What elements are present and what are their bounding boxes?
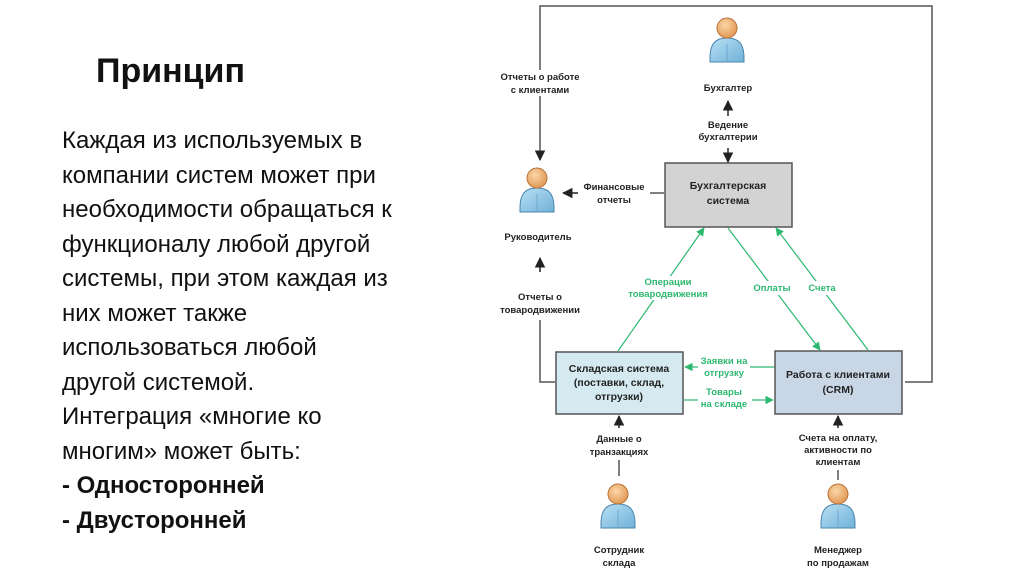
client-reports-label: Отчеты о работе [500,72,579,83]
goods-operations-label: товародвижения [628,289,708,300]
warehouse-system-label: (поставки, склад, [574,377,664,389]
body-line: Интеграция «многие ко [62,403,322,430]
transaction-data-label: Данные о [596,434,642,445]
warehouse-system-label: Складская система [569,363,670,375]
slide-body: Каждая из используемых в компании систем… [62,124,472,538]
body-line: компании систем может при [62,161,376,189]
crm-inputs-label: Счета на оплату, [799,433,878,444]
shipment-requests-label: Заявки на [701,356,749,367]
body-line: функционалу любой другой [62,230,371,258]
movement-reports-label: товародвижении [500,305,580,316]
warehouse-system-label: отгрузки) [595,391,643,403]
warehouse-worker-person: Сотрудник склада [594,483,644,569]
goods-in-stock-label: Товары [706,387,742,398]
body-line: них может также [62,299,248,327]
crm-system-label: (CRM) [823,384,854,396]
crm-system-label: Работа с клиентами [786,369,890,381]
person-icon [820,483,856,529]
warehouse-worker-label: Сотрудник [594,545,644,556]
person-icon [709,17,745,63]
sales-manager-label: по продажам [807,558,869,569]
client-reports-line [534,5,933,383]
body-line: системы, при этом каждая из [62,265,388,292]
financial-reports-label: Финансовые [583,182,644,193]
client-reports-label: с клиентами [511,85,570,96]
bookkeeping-label: Ведение [708,120,748,131]
sales-manager-label: Менеджер [814,545,862,556]
option-one-way: - Односторонней [62,472,265,499]
crm-inputs-label: активности по [804,445,872,456]
body-line: многим» может быть: [62,437,301,465]
payments-label: Оплаты [753,283,790,294]
manager-label: Руководитель [504,232,571,243]
slide-title: Принцип [96,52,245,90]
accountant-person: Бухгалтер [704,17,753,94]
goods-operations-label: Операции [644,277,691,288]
manager-person: Руководитель [504,167,572,243]
body-line: необходимости обращаться к [62,196,392,223]
crm-inputs-label: клиентам [816,457,861,468]
option-two-way: - Двусторонней [62,506,247,534]
warehouse-worker-label: склада [603,558,637,569]
body-line: другой системой. [62,368,255,396]
transaction-data-label: транзакциях [590,447,649,458]
bookkeeping-label: бухгалтерии [698,132,757,143]
person-icon [600,483,636,529]
accountant-label: Бухгалтер [704,83,753,94]
body-line: использоваться любой [62,334,317,361]
warehouse-system-box: Складская система (поставки, склад, отгр… [555,351,684,415]
movement-reports-label: Отчеты о [518,292,562,303]
crm-system-box: Работа с клиентами (CRM) [774,350,903,415]
accounting-system-box: Бухгалтерская система [664,162,793,228]
invoices-label: Счета [808,283,836,294]
shipment-requests-label: отгрузку [704,368,744,379]
goods-in-stock-label: на складе [701,399,747,410]
accounting-system-label: система [707,195,750,207]
accounting-system-label: Бухгалтерская [690,180,767,192]
financial-reports-label: отчеты [597,195,631,206]
person-icon [519,167,555,213]
body-line: Каждая из используемых в [62,127,363,154]
sales-manager-person: Менеджер по продажам [807,483,869,569]
movement-reports-line [539,320,555,383]
